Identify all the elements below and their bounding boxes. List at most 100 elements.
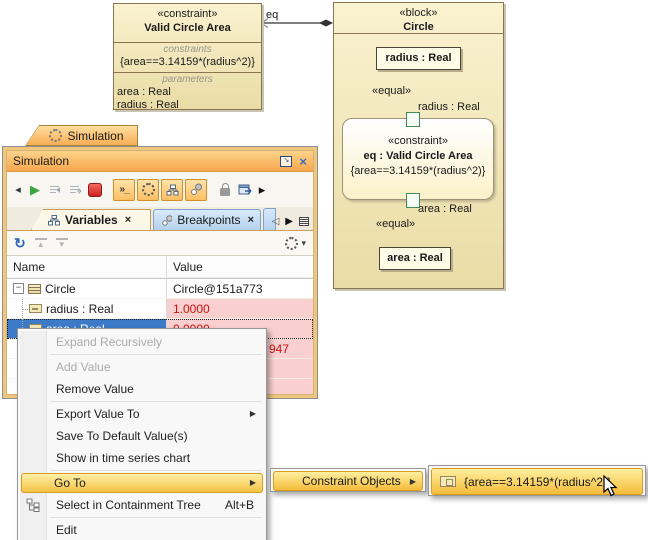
breakpoints-toggle-button[interactable] xyxy=(185,178,207,201)
connector-label-eq: eq xyxy=(266,9,279,21)
lock-icon[interactable] xyxy=(215,180,235,200)
row-name: Circle xyxy=(45,281,76,296)
parameter-area: area : Real xyxy=(117,86,171,98)
chevron-down-icon: ▾ xyxy=(301,237,306,248)
row-name: radius : Real xyxy=(46,301,114,316)
menu-item-edit[interactable]: Edit xyxy=(56,523,77,537)
variables-toggle-button[interactable] xyxy=(161,178,183,201)
window-title: Simulation xyxy=(13,154,70,168)
constraint-block-valid-circle-area[interactable]: «constraint» Valid Circle Area constrain… xyxy=(113,3,262,111)
simulation-doc-tabs: Variables × Breakpoints × ◁ ▶ xyxy=(7,207,313,231)
constraint-property-eq[interactable]: «constraint» eq : Valid Circle Area {are… xyxy=(342,118,494,200)
console-toggle-button[interactable]: »_ xyxy=(113,178,135,201)
menu-item-export-value-to[interactable]: Export Value To ▶ xyxy=(20,403,264,425)
block-circle[interactable]: «block» Circle radius : Real «equal» rad… xyxy=(333,2,504,289)
parameter-radius: radius : Real xyxy=(117,99,179,111)
collapse-all-icon[interactable]: ▲ xyxy=(34,237,47,249)
previous-tab-icon[interactable]: ◁ xyxy=(271,216,280,227)
constraint-object-icon xyxy=(440,476,456,487)
tree-collapse-icon[interactable]: − xyxy=(13,283,24,294)
menu-item-add-value: Add Value xyxy=(56,360,111,374)
mouse-cursor xyxy=(603,475,618,497)
gear-icon xyxy=(49,129,63,142)
menu-item-remove-value[interactable]: Remove Value xyxy=(56,382,134,396)
row-value: Circle@151a773 xyxy=(173,281,263,296)
constraint-property-name: eq : Valid Circle Area xyxy=(363,150,473,162)
tab-list-icon[interactable] xyxy=(299,217,309,226)
export-window-icon[interactable] xyxy=(235,180,255,200)
parameter-port-area[interactable] xyxy=(406,193,420,208)
table-header[interactable]: Name Value xyxy=(7,256,313,279)
menu-separator xyxy=(50,401,262,402)
more-toolbar-icon[interactable]: ▸ xyxy=(258,181,266,197)
constraint-block-name: Valid Circle Area xyxy=(144,22,231,34)
stereotype-label: «constraint» xyxy=(388,135,448,147)
refresh-icon[interactable]: ↻ xyxy=(14,235,26,251)
menu-separator xyxy=(50,517,262,518)
tree-line xyxy=(13,299,29,318)
simulation-window-tab[interactable]: Simulation xyxy=(25,125,138,146)
containment-tree-icon xyxy=(26,498,40,512)
options-menu-button[interactable]: ▾ xyxy=(285,236,306,250)
next-tab-icon[interactable]: ▶ xyxy=(285,216,293,227)
block-icon xyxy=(28,283,41,294)
part-area[interactable]: area : Real xyxy=(379,247,451,270)
equal-stereotype-bottom: «equal» xyxy=(376,218,416,230)
menu-separator xyxy=(50,354,262,355)
simulation-toolbar: ◂ ▶ »_ xyxy=(7,172,313,207)
parameters-compartment-label: parameters xyxy=(162,74,213,85)
constraint-property-expression: {area==3.14159*(radius^2)} xyxy=(350,165,486,177)
submenu-item-constraint-objects[interactable]: Constraint Objects ▶ xyxy=(273,471,423,491)
menu-item-select-in-containment-tree[interactable]: Select in Containment Tree Alt+B xyxy=(20,494,264,516)
equal-stereotype-top: «equal» xyxy=(372,85,412,97)
tab-close-icon[interactable]: × xyxy=(247,214,254,226)
menu-separator xyxy=(50,470,262,471)
stereotype-label: «block» xyxy=(399,7,438,19)
context-menu: Expand Recursively Add Value Remove Valu… xyxy=(17,328,267,540)
step-over-icon[interactable] xyxy=(65,180,85,200)
simulation-tab-label: Simulation xyxy=(67,128,124,143)
menu-item-go-to[interactable]: Go To ▶ xyxy=(20,472,264,494)
radius-pin-label: radius : Real xyxy=(418,101,480,113)
block-name: Circle xyxy=(403,21,434,33)
area-pin-label: area : Real xyxy=(418,203,472,215)
tab-variables[interactable]: Variables × xyxy=(31,209,151,230)
parameter-port-radius[interactable] xyxy=(406,112,420,127)
run-button[interactable]: ▶ xyxy=(30,181,40,197)
animation-speed-icon[interactable]: ◂ xyxy=(15,184,21,196)
go-to-submenu: Constraint Objects ▶ xyxy=(270,468,426,492)
close-icon[interactable]: × xyxy=(299,153,307,169)
tab-close-icon[interactable]: × xyxy=(124,214,132,226)
simulation-titlebar[interactable]: Simulation ↘ × xyxy=(7,151,313,172)
part-radius[interactable]: radius : Real xyxy=(376,47,461,70)
menu-highlight xyxy=(21,473,263,493)
block-circle-header: «block» Circle xyxy=(334,3,503,34)
parameters-compartment: parameters area : Real radius : Real xyxy=(114,72,261,111)
expand-all-icon[interactable]: ▼ xyxy=(55,237,68,249)
tab-clipped[interactable] xyxy=(263,208,276,230)
table-row[interactable]: − Circle Circle@151a773 xyxy=(7,279,313,299)
step-into-icon[interactable] xyxy=(45,180,65,200)
terminate-button[interactable] xyxy=(85,180,105,200)
tab-breakpoints-label: Breakpoints xyxy=(177,213,241,227)
constraint-expression: {area==3.14159*(radius^2)} xyxy=(120,56,255,68)
column-header-name[interactable]: Name xyxy=(7,256,166,278)
tab-breakpoints[interactable]: Breakpoints × xyxy=(153,209,261,230)
row-value-partial: 947 xyxy=(269,341,290,356)
breakpoints-icon xyxy=(162,214,173,226)
value-property-icon xyxy=(29,304,42,313)
simulation-config-toggle-button[interactable] xyxy=(137,178,159,201)
submenu-arrow-icon: ▶ xyxy=(409,476,416,486)
table-row[interactable]: radius : Real 1.0000 xyxy=(7,299,313,319)
constraint-block-header: «constraint» Valid Circle Area xyxy=(114,4,261,42)
menu-item-show-in-time-series-chart[interactable]: Show in time series chart xyxy=(56,451,191,465)
submenu-arrow-icon: ▶ xyxy=(249,409,256,418)
diamond-end xyxy=(319,19,333,27)
variables-tree-icon xyxy=(48,214,60,225)
constraints-compartment-label: constraints xyxy=(163,44,212,55)
submenu-arrow-icon: ▶ xyxy=(249,478,256,487)
float-window-icon[interactable]: ↘ xyxy=(280,155,293,167)
menu-item-save-to-default-values[interactable]: Save To Default Value(s) xyxy=(56,429,188,443)
column-header-value[interactable]: Value xyxy=(166,256,313,278)
